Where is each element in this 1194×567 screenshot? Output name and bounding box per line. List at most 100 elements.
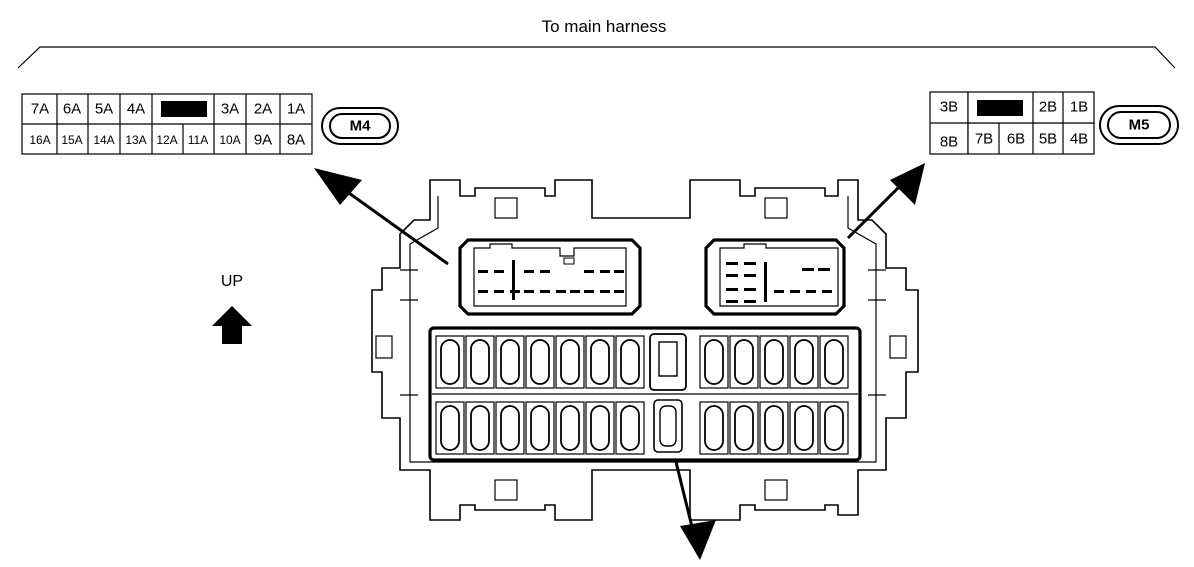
- socket-pin: [540, 290, 550, 293]
- connector-m4-socket: [458, 238, 642, 316]
- m4-pin-label: 6A: [63, 101, 81, 118]
- leader-arrow-m4: [314, 168, 449, 266]
- fuse: [699, 401, 729, 455]
- socket-pin: [806, 290, 816, 293]
- fuse: [585, 335, 615, 389]
- m5-pin-label: 8B: [940, 134, 958, 151]
- arrowhead-icon: [680, 520, 716, 560]
- m4-pin-label: 2A: [254, 101, 272, 118]
- socket-pin: [790, 290, 800, 293]
- m5-pin-label: 4B: [1070, 131, 1088, 148]
- fuse: [435, 401, 465, 455]
- m4-key-block: [161, 101, 207, 117]
- m4-pin-label: 10A: [219, 133, 240, 147]
- socket-pin: [584, 270, 594, 273]
- arrowhead-icon: [314, 168, 362, 205]
- fuse: [435, 335, 465, 389]
- socket-pin: [818, 268, 830, 271]
- socket-pin: [774, 290, 784, 293]
- m5-badge-label: M5: [1129, 117, 1150, 134]
- m4-pin-label: 8A: [287, 132, 305, 149]
- m4-pin-label: 15A: [61, 133, 82, 147]
- fuse: [789, 401, 819, 455]
- socket-pin: [478, 290, 488, 293]
- up-label: UP: [221, 273, 243, 290]
- socket-pin: [726, 262, 738, 265]
- socket-pin: [524, 290, 534, 293]
- m5-pin-label: 2B: [1039, 99, 1057, 116]
- m4-pin-label: 7A: [31, 101, 49, 118]
- m4-pin-label: 9A: [254, 132, 272, 149]
- leader-arrow-m5: [846, 163, 925, 240]
- fuse: [555, 335, 585, 389]
- socket-pin: [600, 290, 610, 293]
- fuse: [729, 335, 759, 389]
- fuse: [699, 335, 729, 389]
- m5-pin-label: 1B: [1070, 99, 1088, 116]
- socket-pin: [726, 300, 738, 303]
- fuse: [819, 401, 849, 455]
- connector-m5-face: 3B 2B 1B 8B 7B 6B 5B 4B: [929, 91, 1095, 155]
- fuse: [585, 401, 615, 455]
- socket-pin: [614, 270, 624, 273]
- fuse: [759, 335, 789, 389]
- m4-pin-label: 4A: [127, 101, 145, 118]
- fuse: [759, 401, 789, 455]
- fuse: [615, 335, 645, 389]
- socket-pin: [494, 270, 504, 273]
- socket-pin: [494, 290, 504, 293]
- harness-label: To main harness: [542, 17, 667, 36]
- leader-arrow-fuse-block: [674, 461, 716, 560]
- socket-pin: [584, 290, 594, 293]
- connector-m5-socket: [704, 238, 846, 316]
- fuse: [495, 401, 525, 455]
- fuse: [615, 401, 645, 455]
- socket-divider: [764, 262, 767, 302]
- arrowhead-icon: [890, 163, 925, 205]
- m4-pin-label: 13A: [125, 133, 146, 147]
- socket-divider: [512, 260, 515, 300]
- socket-pin: [726, 274, 738, 277]
- socket-pin: [570, 290, 580, 293]
- m5-key-block: [977, 100, 1023, 116]
- socket-pin: [726, 288, 738, 291]
- connector-m4-badge: M4: [321, 107, 399, 145]
- up-direction-indicator: UP: [212, 273, 252, 344]
- fuse: [819, 335, 849, 389]
- socket-pin: [556, 290, 566, 293]
- socket-pin: [600, 270, 610, 273]
- m4-pin-label: 12A: [156, 133, 177, 147]
- connector-m5-badge: M5: [1099, 105, 1179, 145]
- connector-m4-face: 7A 6A 5A 4A 3A 2A 1A 16A 15A 14A 13A 12A…: [21, 93, 313, 155]
- fuse: [495, 335, 525, 389]
- socket-pin: [822, 290, 832, 293]
- main-harness-bracket: To main harness: [17, 17, 1176, 69]
- m4-pin-label: 14A: [93, 133, 114, 147]
- fuse: [525, 401, 555, 455]
- m4-pin-label: 3A: [221, 101, 239, 118]
- socket-pin: [540, 270, 550, 273]
- m4-pin-label: 11A: [188, 133, 208, 147]
- socket-pin: [524, 270, 534, 273]
- m4-pin-label: 5A: [95, 101, 113, 118]
- socket-pin: [744, 300, 756, 303]
- fuse: [729, 401, 759, 455]
- fuse-block-housing: [371, 179, 919, 521]
- fuse: [525, 335, 555, 389]
- fuse: [465, 335, 495, 389]
- m4-badge-label: M4: [350, 118, 371, 135]
- socket-pin: [478, 270, 488, 273]
- fuse: [465, 401, 495, 455]
- fuse-panel: [428, 326, 862, 462]
- up-arrow-icon: [212, 306, 252, 344]
- m5-pin-label: 3B: [940, 99, 958, 116]
- m5-pin-label: 6B: [1007, 131, 1025, 148]
- m5-pin-label: 7B: [975, 131, 993, 148]
- m4-pin-label: 16A: [29, 133, 50, 147]
- socket-pin: [614, 290, 624, 293]
- socket-pin: [744, 262, 756, 265]
- socket-pin: [802, 268, 814, 271]
- m5-pin-label: 5B: [1039, 131, 1057, 148]
- socket-pin: [744, 274, 756, 277]
